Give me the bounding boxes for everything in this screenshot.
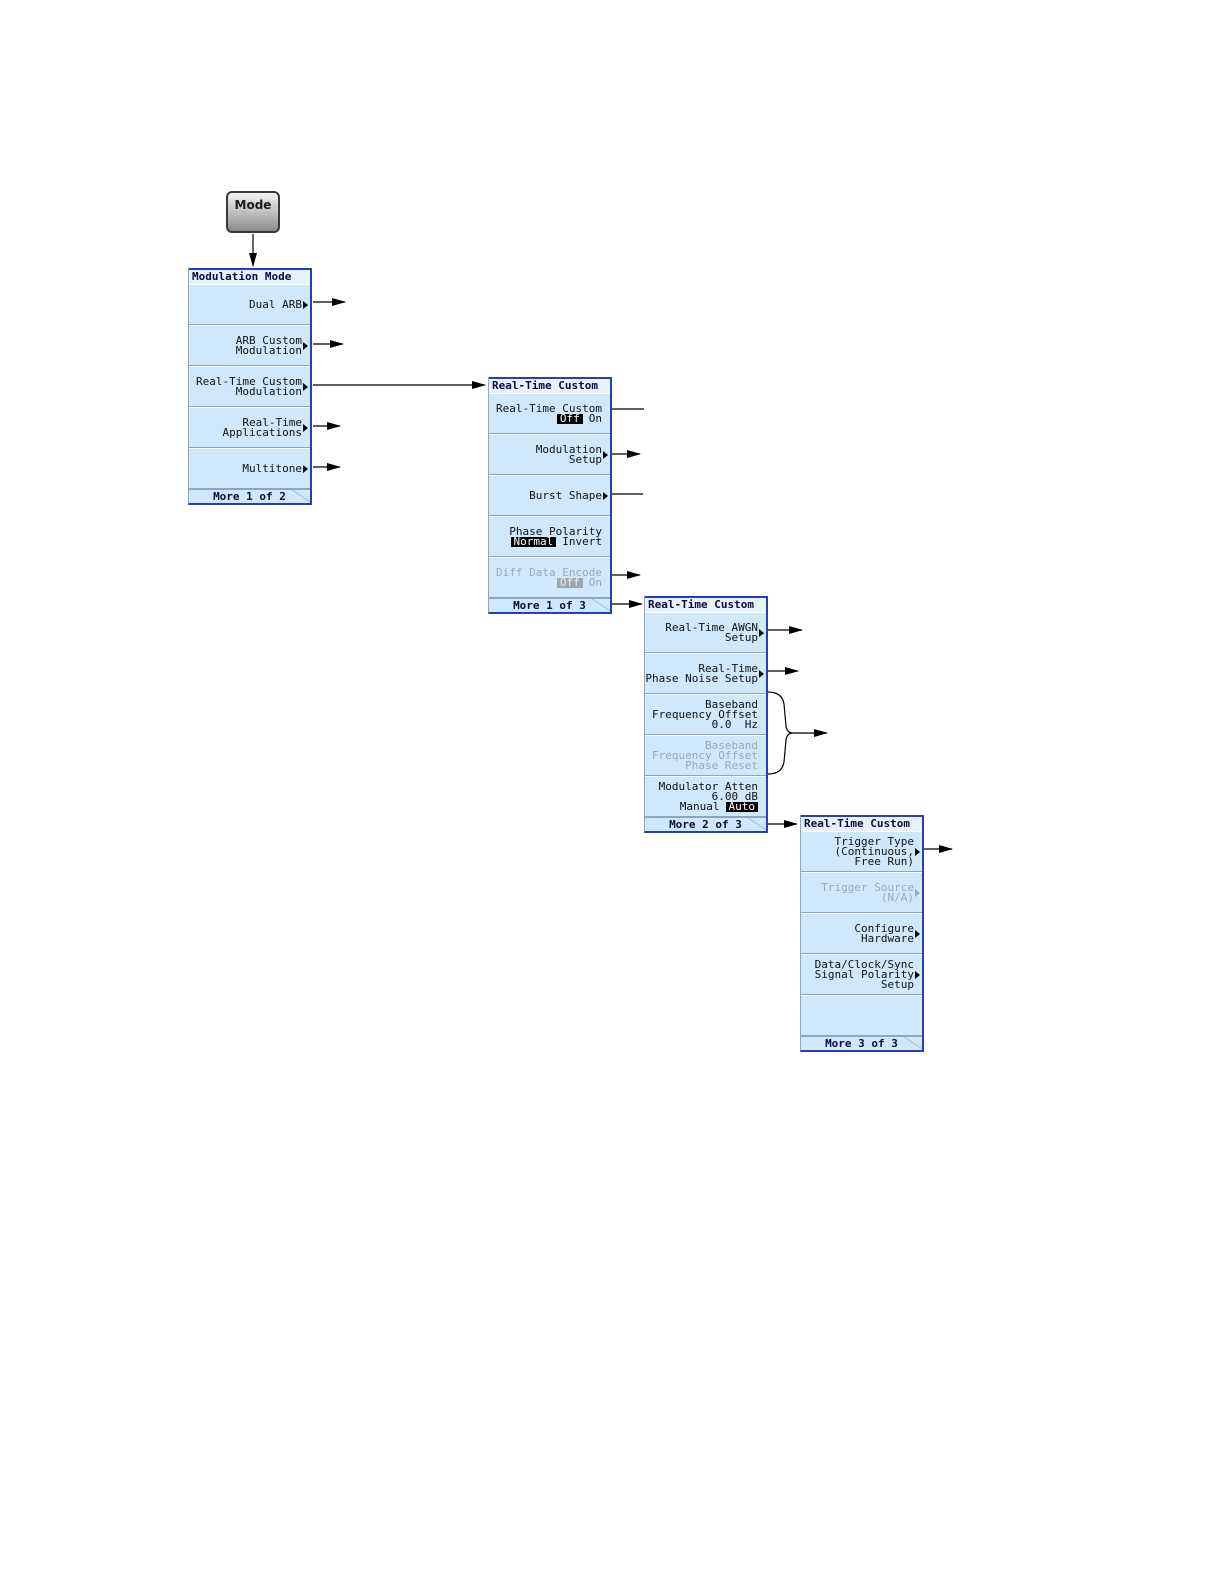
- toggle-option: Manual: [679, 799, 720, 813]
- submenu-arrow-icon: [759, 628, 764, 637]
- submenu-arrow-icon: [303, 341, 308, 350]
- softkey-label: Data/Clock/Sync: [814, 957, 914, 971]
- toggle-option-selected: Off: [556, 413, 583, 424]
- submenu-arrow-icon: [303, 382, 308, 391]
- toggle-option-selected: Auto: [725, 801, 758, 812]
- toggle-option-selected: Normal: [510, 536, 557, 547]
- softkey-label: Modulator Atten: [658, 779, 758, 793]
- mode-hardkey[interactable]: Mode: [226, 191, 280, 233]
- softkey-configure-hardware[interactable]: Configure Hardware: [801, 913, 922, 954]
- toggle-off-on: Off On: [556, 411, 602, 425]
- softkey-label: Diff Data Encode: [496, 565, 602, 579]
- menu-modulation-mode: Modulation Mode Dual ARB ARB Custom Modu…: [188, 268, 312, 505]
- softkey-label: Real-Time: [242, 415, 302, 429]
- submenu-arrow-icon: [603, 491, 608, 500]
- softkey-label: Phase Polarity: [509, 524, 602, 538]
- softkey-label: Real-Time Custom: [196, 374, 302, 388]
- softkey-phase-polarity[interactable]: Phase Polarity Normal Invert: [489, 516, 610, 557]
- softkey-label: Hardware: [861, 931, 914, 945]
- softkey-label: Frequency Offset: [652, 748, 758, 762]
- softkey-more[interactable]: More 2 of 3: [645, 817, 766, 831]
- menu-title: Real-Time Custom: [645, 596, 766, 612]
- softkey-realtime-custom-modulation[interactable]: Real-Time Custom Modulation: [189, 366, 310, 407]
- softkey-label: Trigger Type: [834, 834, 914, 848]
- softkey-label: Modulation: [535, 442, 602, 456]
- softkey-label: Phase Noise Setup: [645, 671, 758, 685]
- softkey-label: Phase Reset: [685, 758, 758, 772]
- softkey-label: Modulation: [235, 343, 302, 357]
- menu-realtime-custom-3: Real-Time Custom Trigger Type (Continuou…: [800, 815, 924, 1052]
- softkey-signal-polarity-setup[interactable]: Data/Clock/Sync Signal Polarity Setup: [801, 954, 922, 995]
- softkey-value: (N/A): [880, 890, 914, 904]
- submenu-arrow-icon: [915, 929, 920, 938]
- softkey-value: 0.0 Hz: [711, 717, 758, 731]
- submenu-arrow-icon: [759, 669, 764, 678]
- softkey-baseband-frequency-offset-phase-reset: Baseband Frequency Offset Phase Reset: [645, 735, 766, 776]
- softkey-label: Modulation: [235, 384, 302, 398]
- submenu-arrow-icon: [303, 423, 308, 432]
- brace-baseband: [767, 691, 794, 775]
- softkey-realtime-phase-noise-setup[interactable]: Real-Time Phase Noise Setup: [645, 653, 766, 694]
- softkey-label: Setup: [568, 452, 602, 466]
- softkey-more[interactable]: More 3 of 3: [801, 1036, 922, 1050]
- menu-title: Modulation Mode: [189, 268, 310, 284]
- menu-realtime-custom-1: Real-Time Custom Real-Time Custom Off On…: [488, 377, 612, 614]
- softkey-label: ARB Custom: [235, 333, 302, 347]
- menu-title: Real-Time Custom: [801, 815, 922, 831]
- softkey-dual-arb[interactable]: Dual ARB: [189, 284, 310, 325]
- softkey-value: 6.00 dB: [711, 789, 758, 803]
- menu-title: Real-Time Custom: [489, 377, 610, 393]
- softkey-multitone[interactable]: Multitone: [189, 448, 310, 489]
- softkey-label: Real-Time: [698, 661, 758, 675]
- softkey-label: Applications: [222, 425, 302, 439]
- softkey-label: Frequency Offset: [652, 707, 758, 721]
- softkey-burst-shape[interactable]: Burst Shape: [489, 475, 610, 516]
- softkey-more[interactable]: More 1 of 2: [189, 489, 310, 503]
- softkey-empty: [801, 995, 922, 1036]
- toggle-manual-auto: Manual Auto: [679, 799, 758, 813]
- softkey-trigger-type[interactable]: Trigger Type (Continuous, Free Run): [801, 831, 922, 872]
- softkey-label: Trigger Source: [821, 880, 914, 894]
- softkey-modulation-setup[interactable]: Modulation Setup: [489, 434, 610, 475]
- submenu-arrow-icon: [915, 970, 920, 979]
- softkey-label: Setup: [724, 630, 758, 644]
- submenu-arrow-icon: [915, 847, 920, 856]
- softkey-label: Dual ARB: [249, 297, 302, 311]
- menu-realtime-custom-2: Real-Time Custom Real-Time AWGN Setup Re…: [644, 596, 768, 833]
- toggle-option: Invert: [562, 534, 602, 548]
- toggle-off-on: Off On: [556, 575, 602, 589]
- submenu-arrow-icon: [303, 464, 308, 473]
- softkey-label: Configure: [854, 921, 914, 935]
- softkey-realtime-applications[interactable]: Real-Time Applications: [189, 407, 310, 448]
- softkey-more[interactable]: More 1 of 3: [489, 598, 610, 612]
- softkey-value: (Continuous,: [834, 844, 914, 858]
- softkey-realtime-awgn-setup[interactable]: Real-Time AWGN Setup: [645, 612, 766, 653]
- softkey-realtime-custom-toggle[interactable]: Real-Time Custom Off On: [489, 393, 610, 434]
- submenu-arrow-icon: [303, 300, 308, 309]
- softkey-label: Signal Polarity: [814, 967, 914, 981]
- softkey-label: Multitone: [242, 461, 302, 475]
- softkey-trigger-source: Trigger Source (N/A): [801, 872, 922, 913]
- softkey-diff-data-encode: Diff Data Encode Off On: [489, 557, 610, 598]
- toggle-option-selected: Off: [556, 577, 583, 588]
- toggle-normal-invert: Normal Invert: [510, 534, 602, 548]
- toggle-option: On: [588, 411, 602, 425]
- softkey-label: Baseband: [705, 738, 758, 752]
- softkey-modulator-atten[interactable]: Modulator Atten 6.00 dB Manual Auto: [645, 776, 766, 817]
- softkey-label: Baseband: [705, 697, 758, 711]
- toggle-option: On: [588, 575, 602, 589]
- softkey-label: Real-Time Custom: [496, 401, 602, 415]
- softkey-baseband-frequency-offset[interactable]: Baseband Frequency Offset 0.0 Hz: [645, 694, 766, 735]
- submenu-arrow-icon: [915, 888, 920, 897]
- softkey-label: Burst Shape: [529, 488, 602, 502]
- softkey-label: Real-Time AWGN: [665, 620, 758, 634]
- softkey-value: Free Run): [854, 854, 914, 868]
- softkey-label: Setup: [880, 977, 914, 991]
- softkey-arb-custom-modulation[interactable]: ARB Custom Modulation: [189, 325, 310, 366]
- submenu-arrow-icon: [603, 450, 608, 459]
